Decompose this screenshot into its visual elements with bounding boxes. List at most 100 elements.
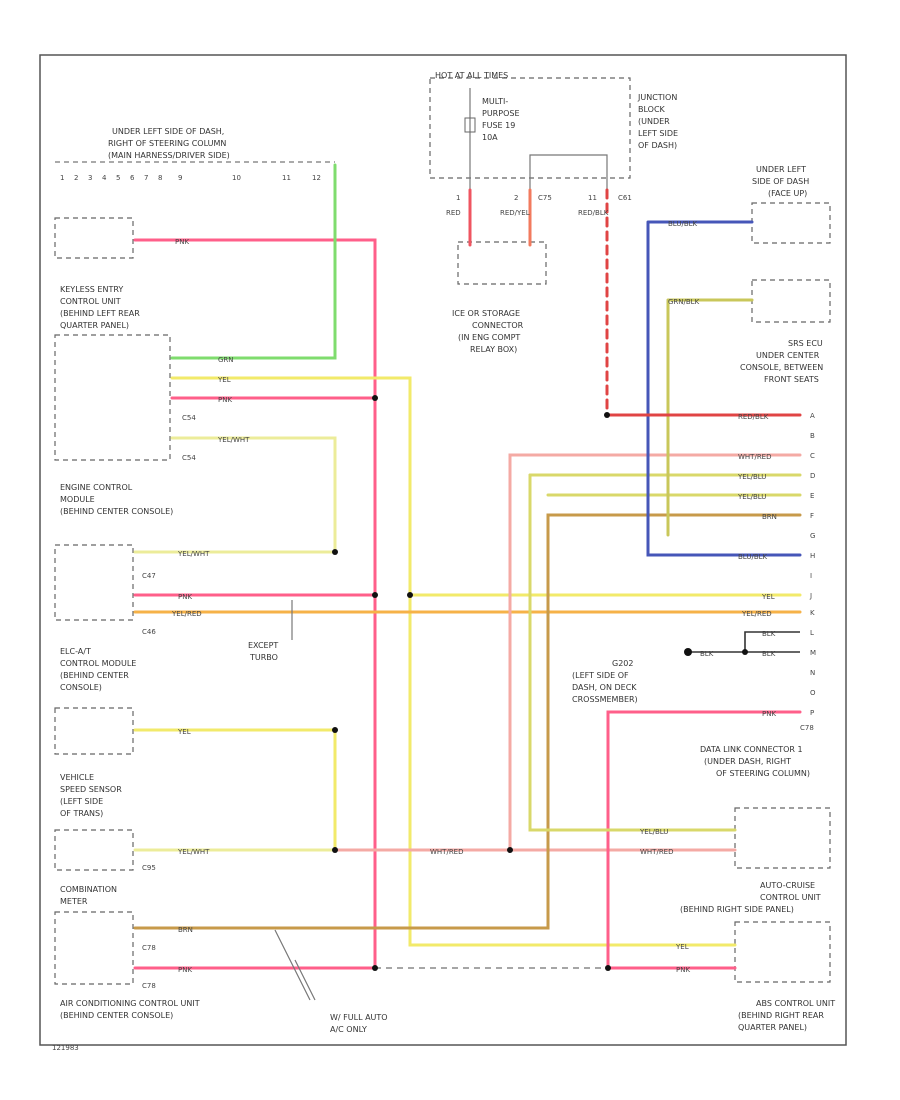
wl-brn: BRN xyxy=(178,926,193,934)
wl-blk-1: BLK xyxy=(762,630,776,638)
wl-yel-wht-3: YEL/WHT xyxy=(177,848,210,856)
pin-r-k: K xyxy=(810,609,815,617)
wires xyxy=(133,163,802,970)
wl-pnk-4: PNK xyxy=(178,966,192,974)
ac-l0: AIR CONDITIONING CONTROL UNIT xyxy=(60,999,200,1008)
pin-4: 4 xyxy=(102,174,107,182)
under-left-dash-l1: RIGHT OF STEERING COLUMN xyxy=(108,139,226,148)
wire-pnk-main xyxy=(133,238,377,970)
pin-r-i: I xyxy=(810,572,812,580)
pin-5: 5 xyxy=(116,174,120,182)
auto-cruise-box xyxy=(734,807,831,869)
vss-l3: OF TRANS) xyxy=(60,809,103,818)
junction-block-l2: (UNDER xyxy=(638,117,670,126)
engine-control-box xyxy=(54,334,171,461)
keyless-l2: (BEHIND LEFT REAR xyxy=(60,309,140,318)
keyless-entry-box xyxy=(54,217,134,259)
srs-ecu-box xyxy=(751,279,831,323)
wl-wht-red-1: WHT/RED xyxy=(430,848,464,856)
wire-yel-wht-ecm xyxy=(133,436,337,554)
meter-l1: METER xyxy=(60,897,88,906)
pin-r-a: A xyxy=(810,412,815,420)
wl-grn: GRN xyxy=(218,356,234,364)
diagram-frame xyxy=(39,54,847,1046)
ice-connector-box xyxy=(457,241,547,285)
ecm-l2: (BEHIND CENTER CONSOLE) xyxy=(60,507,173,516)
elc-l3: CONSOLE) xyxy=(60,683,102,692)
under-left-dash-l0: UNDER LEFT SIDE OF DASH, xyxy=(112,127,224,136)
splice xyxy=(605,965,611,971)
ice-l3: RELAY BOX) xyxy=(470,345,517,354)
wl-yel-wht-2: YEL/WHT xyxy=(177,550,210,558)
pin-j1: 1 xyxy=(456,194,460,202)
wire-pnk-dlc xyxy=(606,710,802,970)
pin-10: 10 xyxy=(232,174,241,182)
splice xyxy=(604,412,610,418)
fuse-l0: MULTI- xyxy=(482,97,508,106)
wire-grn xyxy=(170,163,337,360)
ac-unit-box xyxy=(54,911,134,985)
splice xyxy=(372,395,378,401)
g202-l1: (LEFT SIDE OF xyxy=(572,671,629,680)
pin-r-n: N xyxy=(810,669,815,677)
g202-l3: CROSSMEMBER) xyxy=(572,695,638,704)
hot-at-all-times: HOT AT ALL TIMES xyxy=(435,71,508,80)
conn-c54a: C54 xyxy=(182,414,196,422)
splice xyxy=(372,965,378,971)
keyless-l1: CONTROL UNIT xyxy=(60,297,121,306)
splice xyxy=(372,592,378,598)
wire-blu-blk xyxy=(646,220,802,557)
wl-grn-blk: GRN/BLK xyxy=(668,298,700,306)
ice-l0: ICE OR STORAGE xyxy=(452,309,520,318)
wl-yel-blu-3: YEL/BLU xyxy=(737,493,766,501)
conn-c78a: C78 xyxy=(142,944,156,952)
pin-2: 2 xyxy=(74,174,78,182)
ac-l1: (BEHIND CENTER CONSOLE) xyxy=(60,1011,173,1020)
wl-red: RED xyxy=(446,209,461,217)
pin-12: 12 xyxy=(312,174,321,182)
pin-r-l: L xyxy=(810,629,814,637)
wire-blk-ground xyxy=(688,631,800,653)
wl-yel-4: YEL xyxy=(761,593,775,601)
pin-7: 7 xyxy=(144,174,148,182)
fuse-l2: FUSE 19 xyxy=(482,121,515,130)
wire-grn-blk xyxy=(666,298,754,537)
wl-brn-2: BRN xyxy=(762,513,777,521)
wl-yel-red-2: YEL/RED xyxy=(741,610,772,618)
g202-l2: DASH, ON DECK xyxy=(572,683,637,692)
dlc-l2: OF STEERING COLUMN) xyxy=(716,769,810,778)
conn-c46: C46 xyxy=(142,628,156,636)
pin-j11: 11 xyxy=(588,194,597,202)
meter-l0: COMBINATION xyxy=(60,885,117,894)
ice-l2: (IN ENG COMPT xyxy=(458,333,520,342)
steering-l0: UNDER LEFT xyxy=(756,165,806,174)
conn-c95: C95 xyxy=(142,864,156,872)
full-auto-l0: W/ FULL AUTO xyxy=(330,1013,388,1022)
wire-yel-vss xyxy=(133,728,337,852)
srs-l2: CONSOLE, BETWEEN xyxy=(740,363,823,372)
splice xyxy=(332,727,338,733)
wl-red-yel: RED/YEL xyxy=(500,209,530,217)
labels: HOT AT ALL TIMES JUNCTION BLOCK (UNDER L… xyxy=(52,71,835,1052)
junction-block-l4: OF DASH) xyxy=(638,141,677,150)
pin-j2: 2 xyxy=(514,194,518,202)
pin-r-c: C xyxy=(810,452,815,460)
abs-l0: ABS CONTROL UNIT xyxy=(756,999,835,1008)
abs-l1: (BEHIND RIGHT REAR xyxy=(738,1011,824,1020)
conn-c54b: C54 xyxy=(182,454,196,462)
full-auto-pointer xyxy=(274,929,316,1001)
wl-blk-2: BLK xyxy=(762,650,776,658)
wl-pnk-2: PNK xyxy=(218,396,232,404)
wl-yel-blu-2: YEL/BLU xyxy=(737,473,766,481)
full-auto-l1: A/C ONLY xyxy=(330,1025,367,1034)
pin-r-e: E xyxy=(810,492,814,500)
junction-internal-link xyxy=(529,154,608,190)
fuse-l1: PURPOSE xyxy=(482,109,520,118)
wl-pnk-5: PNK xyxy=(676,966,690,974)
junction-block-l1: BLOCK xyxy=(638,105,666,114)
fuse-l3: 10A xyxy=(482,133,498,142)
pin-9: 9 xyxy=(178,174,182,182)
keyless-l0: KEYLESS ENTRY xyxy=(60,285,123,294)
pin-r-b: B xyxy=(810,432,815,440)
